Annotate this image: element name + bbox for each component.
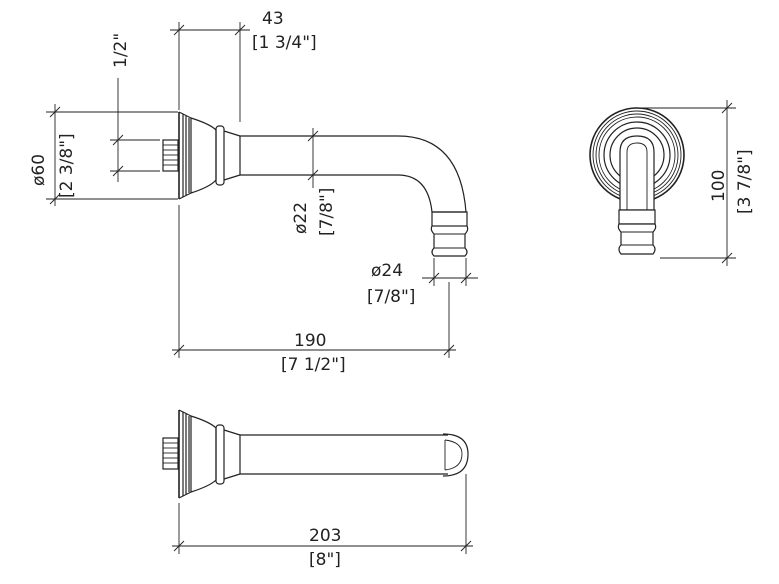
dim-203-inch: [8"] — [309, 550, 341, 570]
dim-190-mm: 190 — [294, 331, 326, 351]
dim-60-inch: [2 3/8"] — [57, 133, 77, 198]
dimension-22: ø22 [7/8"] — [291, 128, 337, 236]
top-threaded-connector — [162, 437, 179, 470]
side-view: 43 [1 3/4"] 1/2" ø60 [2 3/8"] ø — [29, 9, 478, 375]
dim-24-mm: ø24 — [371, 261, 403, 281]
dim-100-mm: 100 — [709, 170, 729, 202]
dim-22-mm: ø22 — [291, 202, 311, 234]
top-spout-tube — [240, 433, 469, 477]
dim-half-inch: 1/2" — [111, 33, 131, 68]
collar-ring — [215, 125, 241, 186]
dim-190-inch: [7 1/2"] — [281, 355, 346, 375]
aerator — [430, 211, 469, 257]
dim-22-inch: [7/8"] — [317, 188, 337, 236]
dim-43-mm: 43 — [262, 9, 284, 29]
dim-43-inch: [1 3/4"] — [252, 33, 317, 53]
dim-203-mm: 203 — [309, 526, 341, 546]
dim-24-inch: [7/8"] — [367, 287, 415, 307]
dimension-203: 203 [8"] — [172, 474, 473, 570]
dim-60-mm: ø60 — [29, 154, 49, 186]
wall-flange — [178, 111, 217, 200]
top-wall-flange — [178, 409, 217, 499]
dimension-43: 43 [1 3/4"] — [170, 9, 317, 122]
dimension-190: 190 [7 1/2"] — [172, 205, 456, 375]
dimension-60: ø60 [2 3/8"] — [29, 104, 178, 206]
front-view: 100 [3 7/8"] — [589, 100, 755, 266]
spout-tube — [240, 135, 467, 213]
dimension-24: ø24 [7/8"] — [367, 258, 478, 307]
dim-100-inch: [3 7/8"] — [735, 149, 755, 214]
front-spout — [617, 135, 657, 255]
top-collar-ring — [215, 424, 241, 485]
threaded-connector — [162, 139, 179, 172]
dimension-100: 100 [3 7/8"] — [640, 100, 755, 266]
dimension-half-inch: 1/2" — [110, 33, 160, 182]
top-view: 203 [8"] — [162, 409, 473, 570]
